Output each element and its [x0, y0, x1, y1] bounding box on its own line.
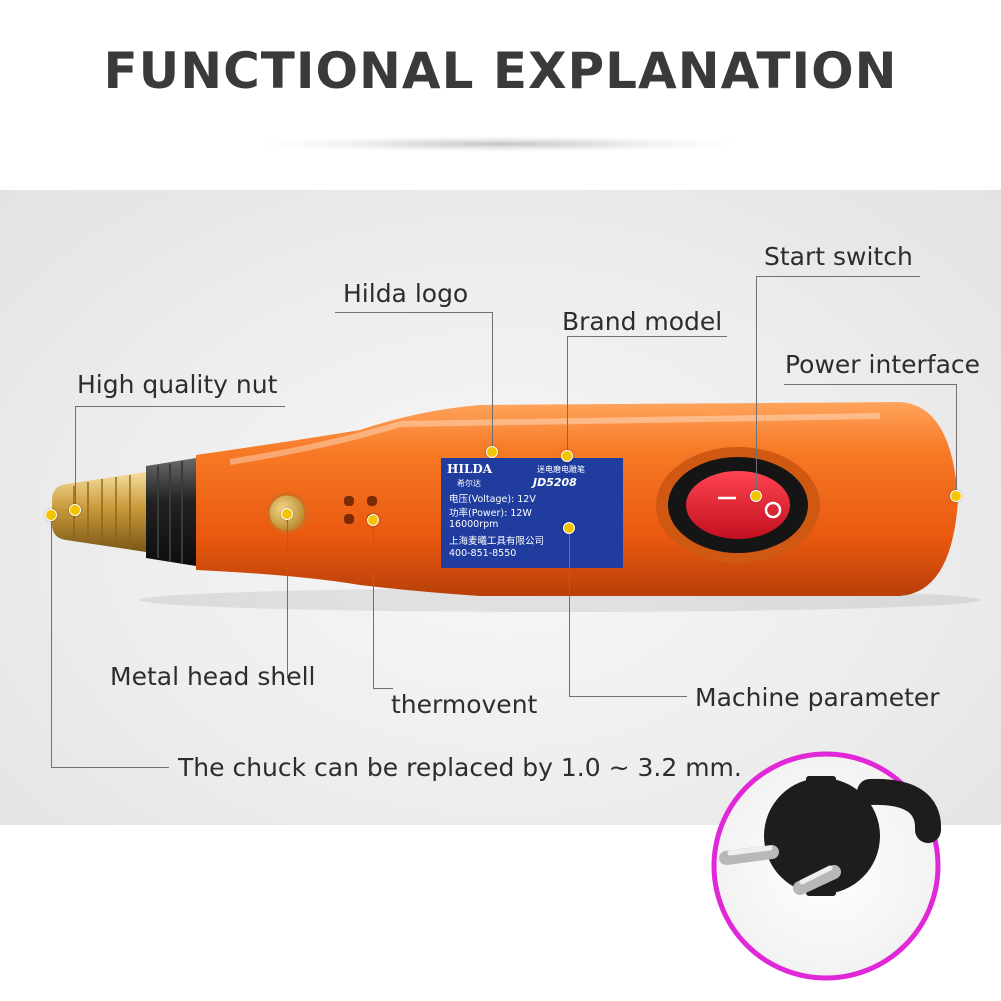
leader-line: [492, 312, 493, 452]
label-high-quality-nut: High quality nut: [77, 370, 278, 399]
leader-line: [956, 384, 957, 496]
nameplate-company: 上海麦曦工具有限公司: [449, 536, 545, 547]
label-metal-head-shell: Metal head shell: [110, 662, 316, 691]
leader-line: [373, 688, 393, 689]
nameplate-voltage: 电压(Voltage): 12V: [449, 494, 536, 505]
nameplate: HILDA 希尔达 迷电磨电雕笔 JD5208 电压(Voltage): 12V…: [441, 458, 623, 568]
leader-line: [756, 276, 757, 496]
nameplate-product: 迷电磨电雕笔: [537, 465, 585, 474]
label-start-switch: Start switch: [764, 242, 913, 271]
leader-line: [51, 767, 169, 768]
leader-line: [567, 336, 568, 456]
label-machine-parameter: Machine parameter: [695, 683, 940, 712]
label-hilda-logo: Hilda logo: [343, 279, 469, 308]
marker-dot-icon: [950, 490, 962, 502]
leader-line: [373, 520, 374, 688]
title-underline: [260, 136, 740, 152]
leader-line: [335, 312, 492, 313]
leader-line: [75, 406, 285, 407]
marker-dot-icon: [367, 514, 379, 526]
leader-line: [784, 384, 956, 385]
leader-line: [75, 406, 76, 510]
marker-dot-icon: [561, 450, 573, 462]
marker-dot-icon: [69, 504, 81, 516]
leader-line: [567, 336, 727, 337]
nameplate-model: JD5208: [533, 476, 577, 489]
label-thermovent: thermovent: [391, 690, 538, 719]
marker-dot-icon: [750, 490, 762, 502]
label-power-interface: Power interface: [785, 350, 981, 379]
nameplate-power: 功率(Power): 12W: [449, 508, 532, 519]
nameplate-brand: HILDA: [447, 462, 493, 476]
leader-line: [569, 528, 570, 696]
nameplate-speed: 16000rpm: [449, 519, 499, 530]
nameplate-phone: 400-851-8550: [449, 548, 517, 559]
marker-dot-icon: [281, 508, 293, 520]
nameplate-brand-cn: 希尔达: [457, 479, 481, 488]
marker-dot-icon: [45, 509, 57, 521]
marker-dot-icon: [486, 446, 498, 458]
label-brand-model: Brand model: [562, 307, 723, 336]
leader-line: [51, 515, 52, 767]
leader-line: [287, 520, 288, 678]
leader-line: [756, 276, 920, 277]
label-chuck-note: The chuck can be replaced by 1.0 ~ 3.2 m…: [178, 753, 742, 782]
page-title: FUNCTIONAL EXPLANATION: [103, 42, 898, 100]
leader-line: [569, 696, 687, 697]
marker-dot-icon: [563, 522, 575, 534]
